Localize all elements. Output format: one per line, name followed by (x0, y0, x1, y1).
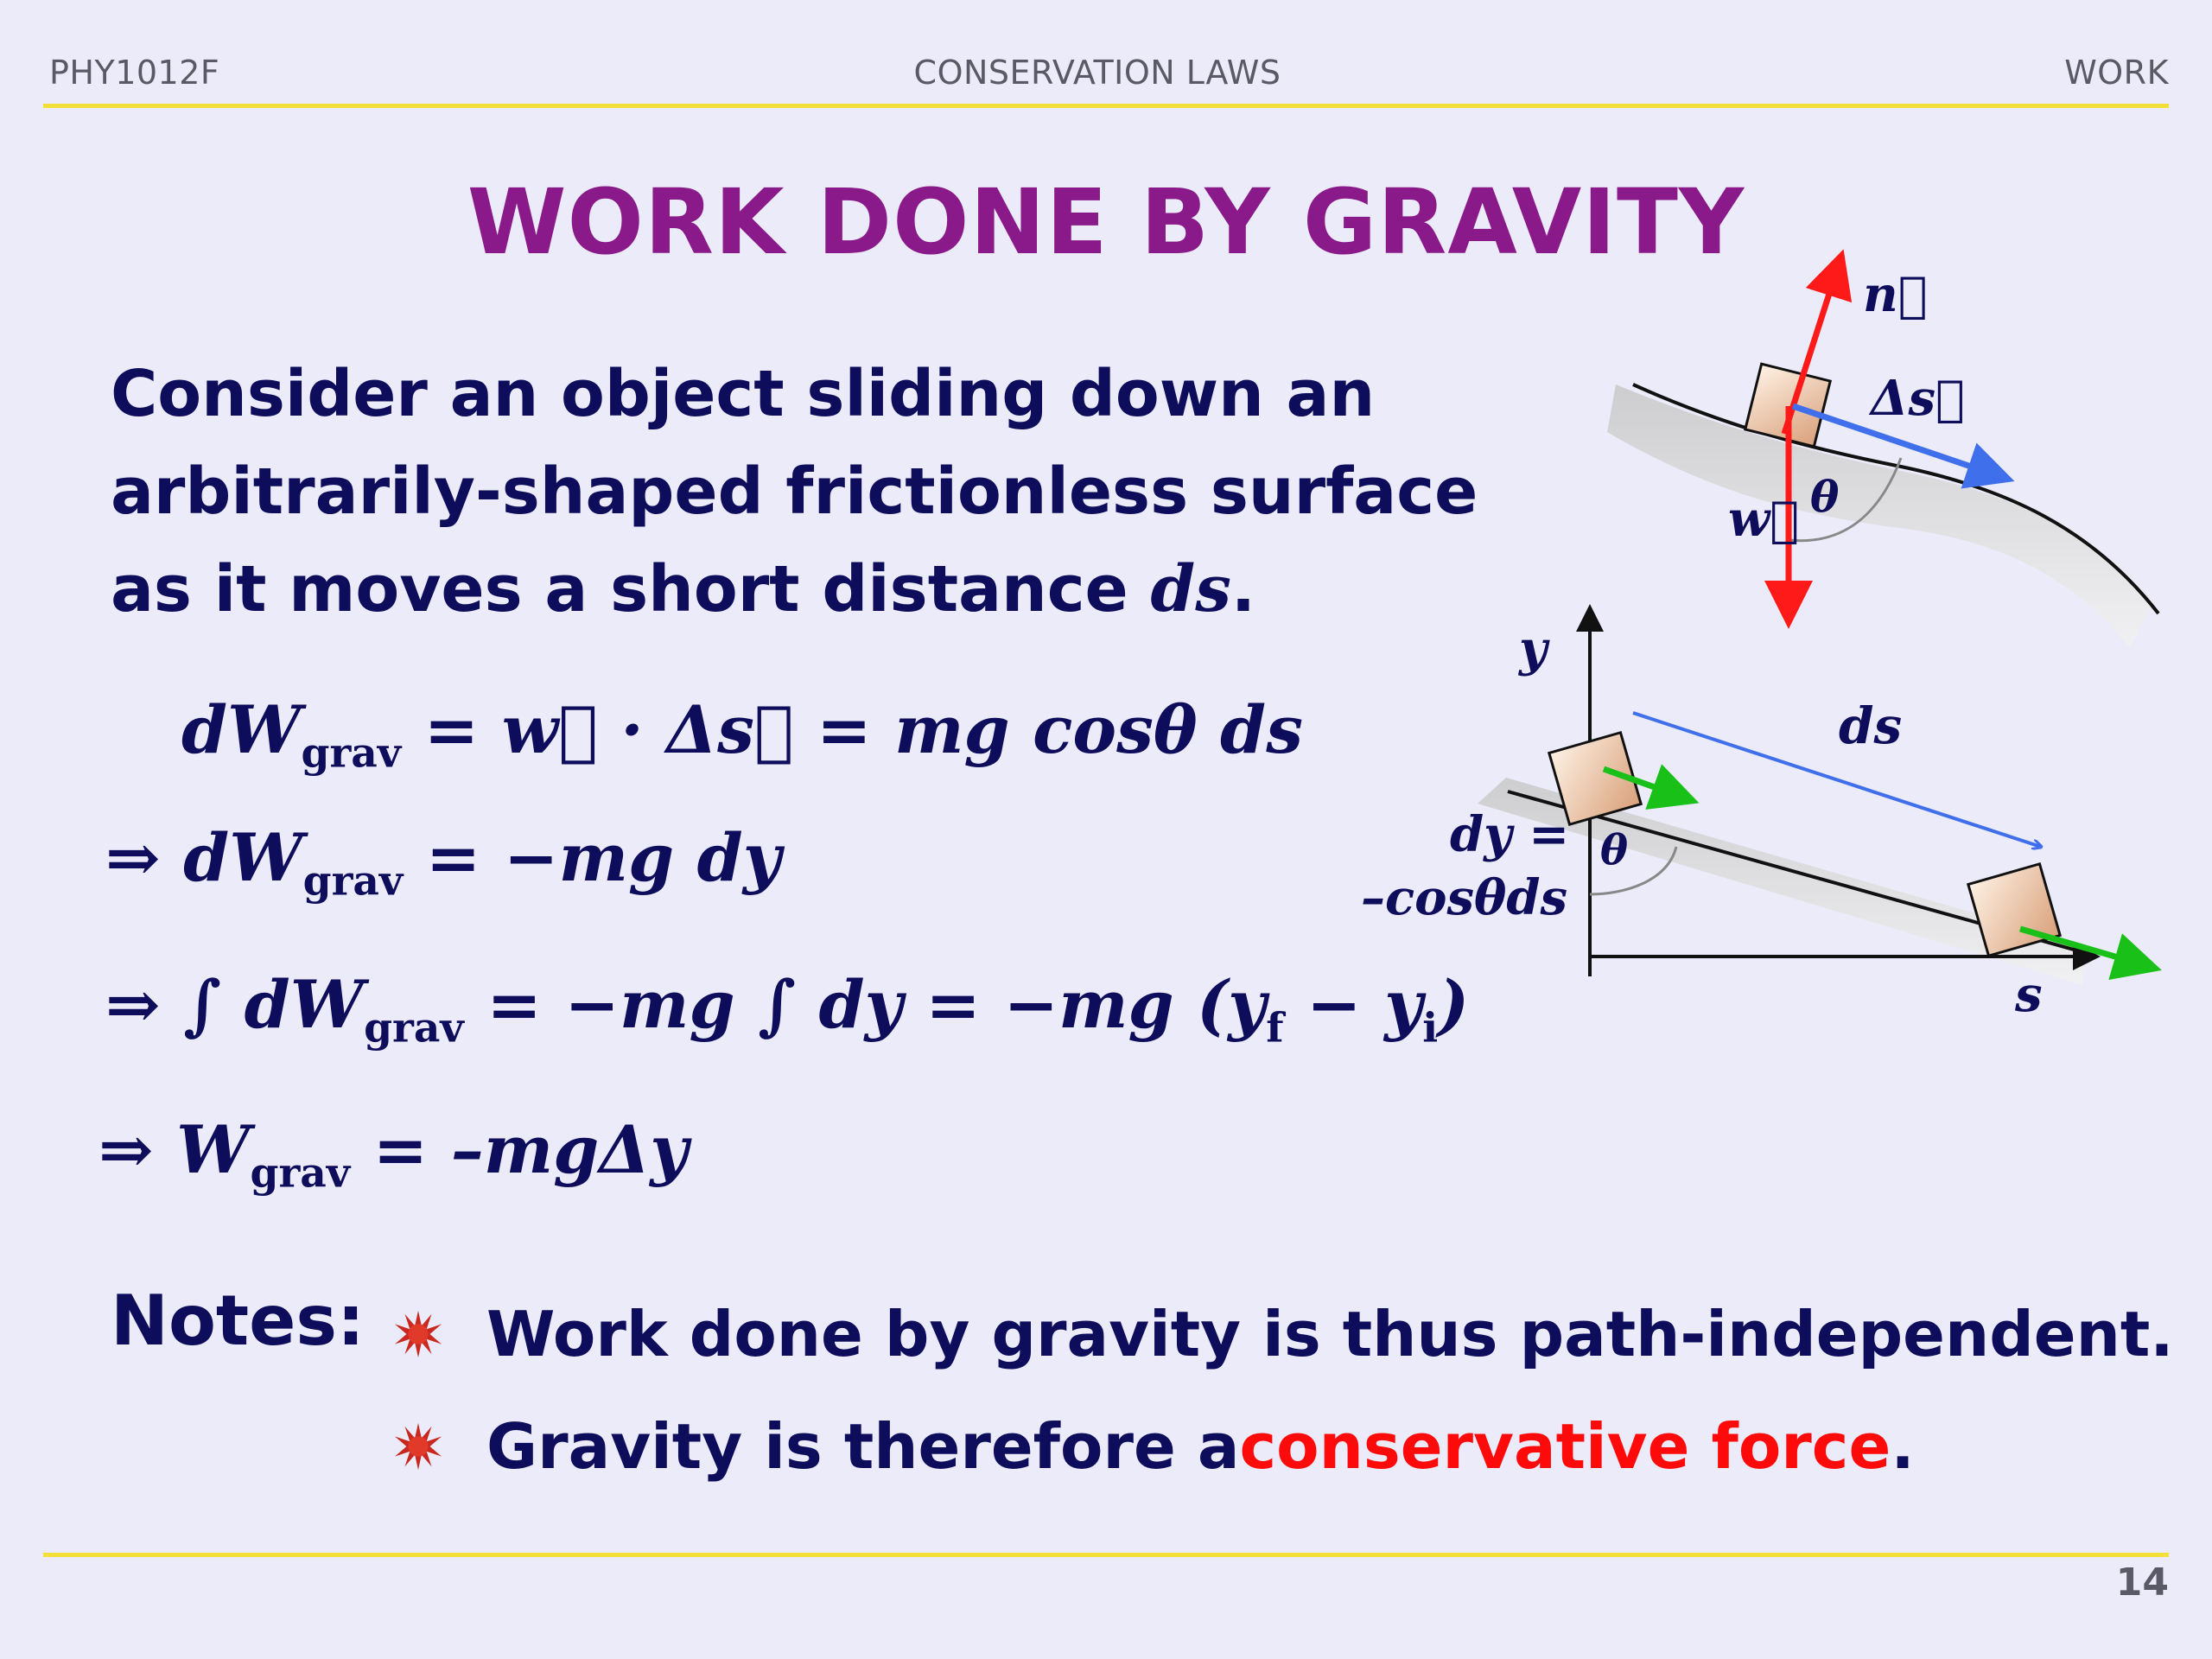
eq3-main: ⇒ ∫ dW (105, 966, 365, 1043)
page-number: 14 (2115, 1560, 2169, 1605)
eq3-end: ) (1438, 966, 1470, 1043)
velocity-arrow-start (1602, 764, 1700, 810)
eq3-rest-2: − y (1283, 966, 1423, 1043)
footer-rule (43, 1553, 2169, 1557)
equation-1: dWgrav = w⃗ · Δs⃗ = mg cosθ ds (181, 691, 1303, 777)
eq1-main: dW (181, 691, 302, 768)
note-2-text: Gravity is therefore a (486, 1410, 1240, 1483)
eq4-main: ⇒ W (99, 1111, 251, 1188)
eq2-rest: = −mg dy (403, 819, 781, 896)
note-2-end: . (1891, 1410, 1915, 1483)
eq1-rest: = w⃗ · Δs⃗ = mg cosθ ds (401, 691, 1303, 768)
block-start (1547, 730, 1643, 827)
eq3-rest: = −mg ∫ dy = −mg (y (463, 966, 1267, 1043)
intro-line-3-var: ds (1150, 552, 1231, 626)
label-cos-ds: –cosθds (1361, 869, 1567, 926)
label-dy: dy = (1450, 806, 1569, 863)
eq3-sub: grav (364, 1004, 464, 1052)
equation-4: ⇒ Wgrav = –mgΔy (99, 1111, 688, 1197)
header-section: CONSERVATION LAWS (913, 54, 1281, 92)
angle-arc-top (1788, 457, 1903, 543)
intro-paragraph: Consider an object sliding down an arbit… (111, 346, 1493, 639)
label-theta-bottom: θ (1600, 826, 1628, 874)
eq3-sub-i: i (1422, 1004, 1439, 1052)
eq1-sub: grav (301, 729, 402, 778)
note-item-2: Gravity is therefore a conservative forc… (393, 1410, 1915, 1483)
note-item-1: Work done by gravity is thus path-indepe… (393, 1298, 2174, 1370)
eq4-sub: grav (250, 1149, 351, 1198)
header-topic: WORK (2064, 54, 2169, 92)
sliding-block-diagram: n⃗ Δs⃗ w⃗ θ y ds dy = –cosθds θ s (1361, 249, 2162, 1023)
intro-line-3-text: as it moves a short distance (111, 552, 1151, 626)
label-ds-vector: Δs⃗ (1868, 370, 1965, 427)
starburst-bullet-icon (394, 1310, 442, 1358)
slide-title: WORK DONE BY GRAVITY (467, 169, 1745, 275)
label-w: w⃗ (1728, 491, 1799, 548)
label-theta-top: θ (1810, 471, 1840, 522)
eq2-main: ⇒ dW (105, 819, 303, 896)
note-2-highlight: conservative force (1239, 1410, 1891, 1483)
eq2-sub: grav (302, 857, 404, 906)
ds-arrow (1632, 711, 2041, 847)
label-n: n⃗ (1863, 266, 1927, 323)
angle-arc-bottom (1589, 846, 1678, 896)
header-rule (43, 104, 2169, 108)
eq4-rest: = –mgΔy (350, 1111, 689, 1188)
note-1-text: Work done by gravity is thus path-indepe… (486, 1298, 2174, 1370)
curved-surface (1607, 383, 2160, 648)
equation-3: ⇒ ∫ dWgrav = −mg ∫ dy = −mg (yf − yi) (105, 966, 1469, 1052)
notes-label: Notes: (111, 1281, 365, 1361)
equation-2: ⇒ dWgrav = −mg dy (105, 819, 781, 905)
label-ds: ds (1839, 696, 1902, 755)
eq3-sub-f: f (1266, 1004, 1284, 1052)
starburst-bullet-icon (394, 1422, 442, 1471)
label-y: y (1517, 620, 1550, 677)
label-s: s (2014, 966, 2043, 1023)
intro-line-3: as it moves a short distance ds. (111, 541, 1493, 639)
displacement-arrow (1791, 403, 2015, 489)
intro-line-3-end: . (1230, 552, 1256, 626)
intro-line-2: arbitrarily-shaped frictionless surface (111, 454, 1478, 529)
intro-line-1: Consider an object sliding down an (111, 357, 1376, 431)
velocity-arrow-end (2019, 925, 2162, 981)
header-course: PHY1012F (49, 54, 220, 92)
